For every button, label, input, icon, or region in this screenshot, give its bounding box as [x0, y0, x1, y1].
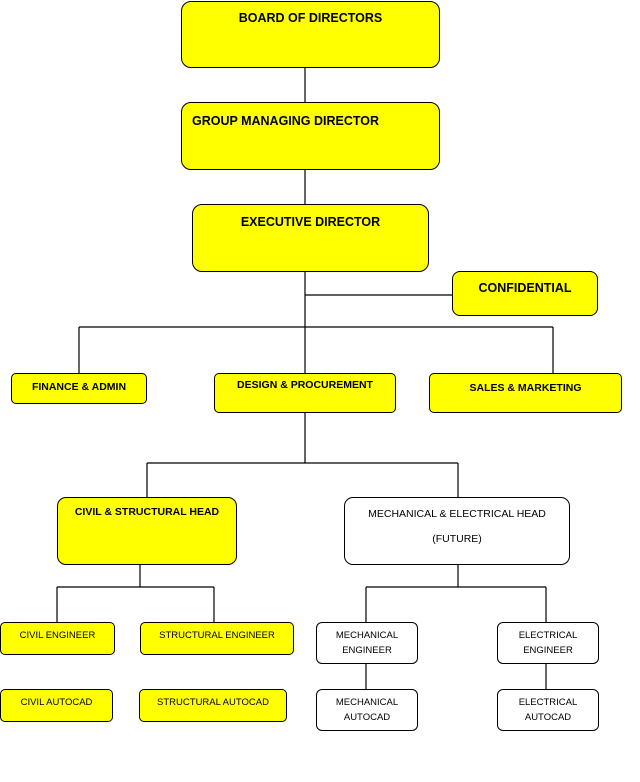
node-civil-autocad: CIVIL AUTOCAD — [0, 689, 113, 722]
node-label: SALES & MARKETING — [469, 382, 582, 394]
node-label-line1: ELECTRICAL — [518, 697, 578, 708]
node-civil-structural-head: CIVIL & STRUCTURAL HEAD — [57, 497, 237, 565]
node-note: (FUTURE) — [432, 533, 482, 545]
node-label: STRUCTURAL ENGINEER — [159, 630, 275, 641]
node-label-line1: ELECTRICAL — [518, 630, 578, 641]
node-label-line2: AUTOCAD — [343, 712, 391, 723]
node-label: BOARD OF DIRECTORS — [238, 11, 383, 25]
node-label-line1: MECHANICAL — [335, 697, 399, 708]
node-label: CIVIL & STRUCTURAL HEAD — [74, 506, 220, 518]
node-confidential: CONFIDENTIAL — [452, 271, 598, 316]
node-finance-admin: FINANCE & ADMIN — [11, 373, 147, 404]
node-design-procurement: DESIGN & PROCUREMENT — [214, 373, 396, 413]
node-sales-marketing: SALES & MARKETING — [429, 373, 622, 413]
node-group-managing-director: GROUP MANAGING DIRECTOR — [181, 102, 440, 170]
node-board-of-directors: BOARD OF DIRECTORS — [181, 1, 440, 68]
node-label-line2: ENGINEER — [342, 645, 392, 656]
node-executive-director: EXECUTIVE DIRECTOR — [192, 204, 429, 272]
node-label: GROUP MANAGING DIRECTOR — [192, 114, 380, 128]
node-structural-engineer: STRUCTURAL ENGINEER — [140, 622, 294, 655]
node-mechanical-autocad: MECHANICAL AUTOCAD — [316, 689, 418, 731]
node-label: MECHANICAL & ELECTRICAL HEAD — [368, 508, 546, 520]
node-electrical-autocad: ELECTRICAL AUTOCAD — [497, 689, 599, 731]
node-label-line2: ENGINEER — [523, 645, 573, 656]
node-label-line1: MECHANICAL — [335, 630, 399, 641]
node-label-line2: AUTOCAD — [524, 712, 572, 723]
node-label: STRUCTURAL AUTOCAD — [157, 697, 269, 708]
node-label: DESIGN & PROCUREMENT — [237, 379, 373, 391]
node-mechanical-engineer: MECHANICAL ENGINEER — [316, 622, 418, 664]
node-mechanical-electrical-head: MECHANICAL & ELECTRICAL HEAD (FUTURE) — [344, 497, 570, 565]
node-label: CIVIL ENGINEER — [19, 630, 96, 641]
node-label: FINANCE & ADMIN — [31, 381, 127, 393]
node-structural-autocad: STRUCTURAL AUTOCAD — [139, 689, 287, 722]
node-label: CONFIDENTIAL — [478, 281, 572, 295]
node-label: CIVIL AUTOCAD — [20, 697, 93, 708]
node-label: EXECUTIVE DIRECTOR — [240, 215, 381, 229]
node-electrical-engineer: ELECTRICAL ENGINEER — [497, 622, 599, 664]
node-civil-engineer: CIVIL ENGINEER — [0, 622, 115, 655]
